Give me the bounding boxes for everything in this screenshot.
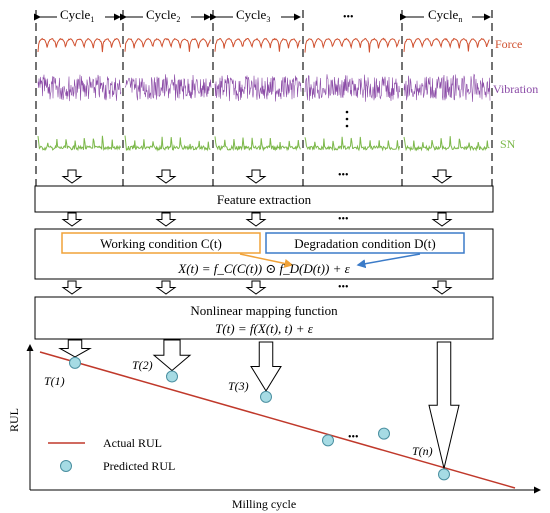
- sn-label: SN: [500, 137, 516, 151]
- sn-signal: [37, 135, 490, 152]
- force-wave-seg-5: [403, 37, 490, 52]
- force-signal: [37, 37, 490, 53]
- signal-ellipsis: •••: [338, 170, 349, 181]
- vibration-signal: [37, 73, 491, 102]
- vibration-wave-seg-3: [214, 74, 302, 102]
- svg-text:•••: •••: [338, 214, 349, 225]
- down-arrow-1: [61, 280, 83, 295]
- prediction-arrow-3: [250, 341, 282, 392]
- point-label-4: T(n): [412, 444, 433, 458]
- down-arrow-1: [61, 212, 83, 227]
- force-label: Force: [495, 37, 522, 51]
- nonlinear-title: Nonlinear mapping function: [190, 303, 338, 318]
- chart-legend: Actual RUL Predicted RUL: [48, 436, 175, 473]
- prediction-arrow-4: [428, 341, 460, 469]
- force-wave-seg-1: [37, 37, 122, 53]
- down-arrow-1: [61, 169, 83, 184]
- vibration-wave-seg-1: [37, 74, 122, 102]
- actual-rul-line: [39, 351, 516, 489]
- sn-wave-seg-1: [37, 135, 122, 152]
- down-arrow-4: [431, 212, 453, 227]
- down-arrow-3: [245, 280, 267, 295]
- cycle-1-label: Cycle1: [60, 7, 94, 24]
- vibration-wave-seg-2: [124, 74, 212, 101]
- down-arrow-2: [155, 212, 177, 227]
- predicted-point: [69, 356, 81, 369]
- degradation-condition-box: [265, 232, 465, 254]
- down-arrow-3: [245, 169, 267, 184]
- legend-actual-label: Actual RUL: [103, 436, 162, 450]
- predicted-point: [378, 427, 390, 440]
- feature-equation: X(t) = f_C(C(t)) ⊙ f_D(D(t)) + ε: [177, 261, 350, 276]
- vibration-label: Vibration: [493, 82, 538, 96]
- down-arrow-2: [155, 280, 177, 295]
- cycle-n-label: Cyclen: [428, 7, 462, 24]
- prediction-arrows: [58, 339, 460, 469]
- legend-predicted-label: Predicted RUL: [103, 459, 175, 473]
- prediction-arrow-1: [58, 339, 92, 358]
- arrows-to-feature-extraction: [61, 169, 453, 184]
- svg-text:•••: •••: [338, 282, 349, 293]
- y-axis-label: RUL: [7, 408, 21, 432]
- down-arrow-2: [155, 169, 177, 184]
- cycle-dividers: [35, 10, 493, 190]
- force-wave-seg-2: [124, 37, 211, 52]
- point-label-3: T(3): [228, 379, 249, 393]
- down-arrow-3: [245, 212, 267, 227]
- chart-ellipsis: •••: [348, 432, 359, 443]
- force-wave-seg-3: [214, 37, 301, 52]
- prediction-arrow-2: [152, 339, 192, 372]
- feature-extraction-box: [34, 185, 494, 213]
- degradation-condition-label: Degradation condition D(t): [294, 236, 436, 251]
- rul-chart: RUL Milling cycle T(1) T(2) T(3) T(n) ••• A…: [7, 339, 541, 511]
- predicted-points: [69, 356, 450, 481]
- degradation-arrow: [356, 253, 421, 269]
- vibration-wave-seg-4: [304, 74, 401, 102]
- arrows-to-nonlinear-block: [61, 280, 453, 295]
- predicted-point: [322, 434, 334, 447]
- arrows-to-condition-block: [61, 212, 453, 227]
- nonlinear-mapping-box: [34, 296, 494, 340]
- vertical-ellipsis: [345, 110, 349, 128]
- down-arrow-4: [431, 169, 453, 184]
- cycle-headers: Cycle1 Cycle2 Cycle3 Cyclen •••: [34, 5, 491, 24]
- working-condition-box: [61, 232, 261, 254]
- point-label-1: T(1): [44, 374, 65, 388]
- sn-wave-seg-2: [124, 135, 211, 152]
- point-label-2: T(2): [132, 358, 153, 372]
- feature-extraction-label: Feature extraction: [217, 192, 312, 207]
- predicted-point: [438, 468, 450, 481]
- x-axis-label: Milling cycle: [232, 497, 296, 511]
- sn-wave-seg-4: [304, 136, 400, 152]
- down-arrow-4: [431, 280, 453, 295]
- cycle-ellipsis: •••: [343, 12, 354, 23]
- cycle-3-label: Cycle3: [236, 7, 270, 24]
- working-arrow: [239, 253, 294, 268]
- sn-wave-seg-5: [403, 136, 490, 152]
- working-condition-label: Working condition C(t): [100, 236, 222, 251]
- vibration-wave-seg-5: [403, 73, 491, 102]
- force-wave-seg-4: [304, 37, 400, 53]
- predicted-point: [260, 390, 272, 403]
- predicted-point: [166, 370, 178, 383]
- point-labels: T(1) T(2) T(3) T(n): [44, 358, 433, 458]
- sn-wave-seg-3: [214, 136, 301, 152]
- nonlinear-equation: T(t) = f(X(t), t) + ε: [215, 321, 314, 336]
- cycle-2-label: Cycle2: [146, 7, 180, 24]
- signal-waveforms: [37, 37, 491, 152]
- legend-predicted-swatch: [60, 460, 72, 472]
